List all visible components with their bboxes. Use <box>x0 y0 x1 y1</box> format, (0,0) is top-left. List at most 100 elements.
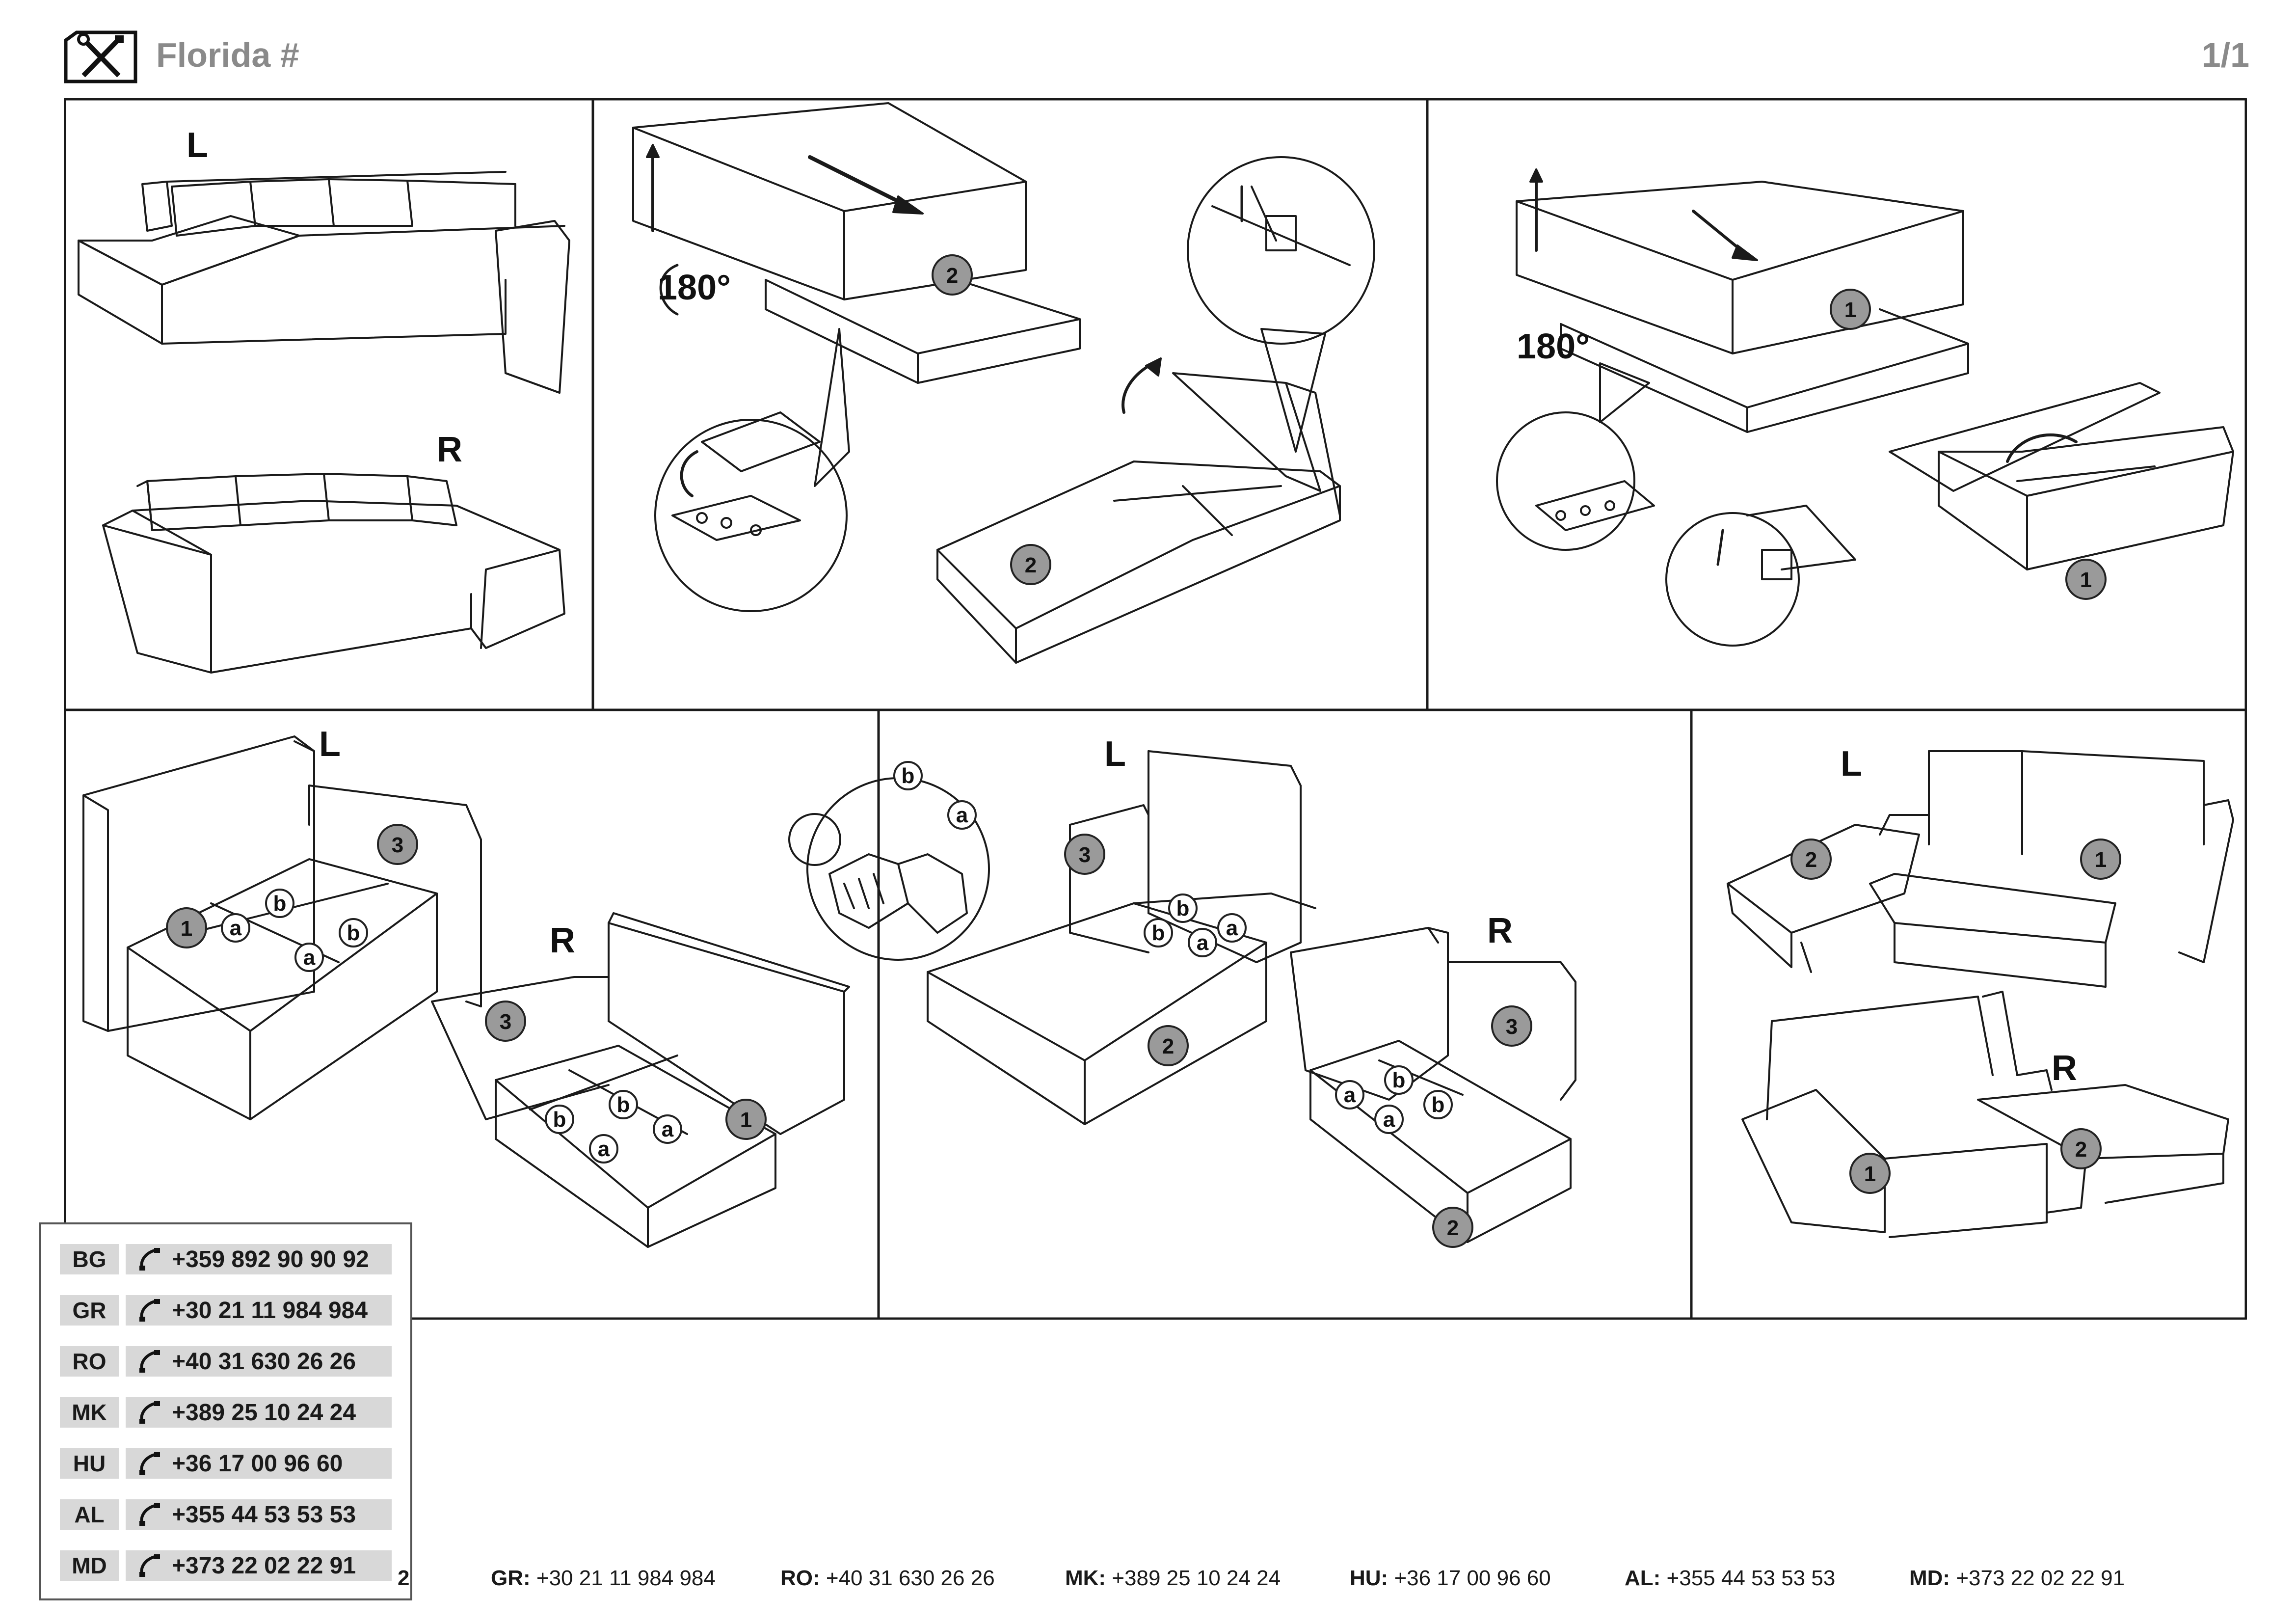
part-a-8: a <box>1374 1105 1404 1134</box>
phone-number-cell[interactable]: +389 25 10 24 24 <box>126 1397 392 1428</box>
svg-text:1: 1 <box>2095 848 2107 872</box>
svg-text:2: 2 <box>1162 1034 1174 1058</box>
phone-number-cell[interactable]: +36 17 00 96 60 <box>126 1448 392 1479</box>
footer-number: +40 31 630 26 26 <box>826 1566 995 1590</box>
badge-3-left: 3 <box>377 824 418 865</box>
phone-handset-icon <box>139 1401 160 1424</box>
badge-1-final-right: 1 <box>1849 1153 1891 1194</box>
svg-text:3: 3 <box>500 1010 511 1034</box>
footer-contacts: GR: +30 21 11 984 984 RO: +40 31 630 26 … <box>412 1566 2228 1605</box>
footer-code: RO: <box>780 1566 820 1590</box>
country-code: MD <box>60 1550 119 1581</box>
svg-text:1: 1 <box>2080 568 2092 592</box>
part-a-2: a <box>294 943 324 972</box>
svg-text:1: 1 <box>181 917 192 941</box>
phone-handset-icon <box>139 1503 160 1526</box>
phone-number: +359 892 90 90 92 <box>172 1246 369 1272</box>
badge-2-final-right: 2 <box>2060 1128 2102 1169</box>
badge-3-right: 3 <box>485 1001 526 1042</box>
part-b-7: b <box>1384 1065 1414 1095</box>
badge-3-mid-right: 3 <box>1491 1005 1532 1047</box>
footer-contact-al: AL: +355 44 53 53 53 <box>1625 1566 1835 1591</box>
svg-text:b: b <box>1432 1093 1445 1117</box>
panel-rotate-seat-2 <box>1496 168 2234 647</box>
badge-1-right: 1 <box>725 1099 767 1140</box>
svg-text:a: a <box>230 916 242 940</box>
footer-contact-ro: RO: +40 31 630 26 26 <box>780 1566 995 1591</box>
badge-2-final-left: 2 <box>1790 839 1832 880</box>
page-number: 1/1 <box>2201 36 2249 74</box>
svg-text:b: b <box>273 892 287 916</box>
phone-number: +30 21 11 984 984 <box>172 1297 368 1324</box>
panel-rotate-seat <box>632 102 1375 664</box>
svg-text:3: 3 <box>1079 843 1091 867</box>
footer-number: +36 17 00 96 60 <box>1394 1566 1551 1590</box>
phone-number-cell[interactable]: +359 892 90 90 92 <box>126 1244 392 1274</box>
svg-text:a: a <box>1383 1108 1395 1132</box>
phone-row-bg: BG +359 892 90 90 92 <box>60 1244 392 1274</box>
phone-number: +36 17 00 96 60 <box>172 1450 343 1477</box>
panel-finished-sofas <box>1727 750 2234 1238</box>
part-b-3: b <box>609 1090 638 1119</box>
part-a-5: a <box>1217 913 1247 943</box>
label-right-2: R <box>550 921 575 960</box>
svg-text:b: b <box>1176 896 1190 920</box>
part-b-5: b <box>1168 893 1198 923</box>
badge-2-box: 2 <box>1010 544 1051 585</box>
country-code: HU <box>60 1448 119 1479</box>
svg-text:a: a <box>598 1137 610 1161</box>
country-code: GR <box>60 1295 119 1326</box>
label-left-1: L <box>187 126 208 165</box>
svg-text:a: a <box>1226 916 1238 940</box>
part-a-6: a <box>1188 928 1217 957</box>
panel-bolt-bases-2 <box>927 750 1576 1243</box>
footer-code: GR: <box>491 1566 531 1590</box>
footer-contact-gr: GR: +30 21 11 984 984 <box>491 1566 716 1591</box>
phone-number-cell[interactable]: +40 31 630 26 26 <box>126 1346 392 1377</box>
footer-number: +389 25 10 24 24 <box>1112 1566 1281 1590</box>
svg-text:3: 3 <box>392 833 403 857</box>
phone-number: +389 25 10 24 24 <box>172 1399 356 1426</box>
part-a-4: a <box>589 1134 618 1164</box>
svg-text:1: 1 <box>1864 1162 1876 1186</box>
country-code: MK <box>60 1397 119 1428</box>
svg-text:a: a <box>303 946 316 970</box>
part-b-1: b <box>265 889 294 918</box>
phone-number-cell[interactable]: +373 22 02 22 91 <box>126 1550 392 1581</box>
footer-code: MD: <box>1909 1566 1950 1590</box>
phone-row-md: MD +373 22 02 22 91 <box>60 1550 392 1581</box>
phone-row-gr: GR +30 21 11 984 984 <box>60 1295 392 1326</box>
phone-row-ro: RO +40 31 630 26 26 <box>60 1346 392 1377</box>
badge-1-box: 1 <box>2065 559 2107 600</box>
footer-number: +373 22 02 22 91 <box>1956 1566 2125 1590</box>
phone-handset-icon <box>139 1554 160 1577</box>
badge-1-rotate: 1 <box>1830 289 1871 330</box>
svg-text:b: b <box>1152 921 1165 945</box>
phone-number-cell[interactable]: +355 44 53 53 53 <box>126 1499 392 1530</box>
svg-text:b: b <box>553 1108 566 1132</box>
badge-2-mid-left: 2 <box>1148 1025 1189 1066</box>
phone-number: +355 44 53 53 53 <box>172 1501 356 1528</box>
part-a-1: a <box>221 913 250 943</box>
footer-contact-md: MD: +373 22 02 22 91 <box>1909 1566 2125 1591</box>
footer-number: +355 44 53 53 53 <box>1666 1566 1836 1590</box>
sofa-right-illustration <box>102 473 565 674</box>
badge-2-mid-right: 2 <box>1432 1207 1473 1248</box>
label-right-4: R <box>2052 1049 2077 1088</box>
contact-phone-box: BG +359 892 90 90 92 GR +30 21 11 984 98… <box>39 1222 412 1600</box>
part-a-3: a <box>653 1114 682 1144</box>
svg-text:2: 2 <box>2075 1137 2087 1162</box>
badge-3-mid-left: 3 <box>1064 834 1105 875</box>
badge-1-final-left: 1 <box>2080 839 2121 880</box>
badge-1-left: 1 <box>166 907 207 948</box>
phone-number-cell[interactable]: +30 21 11 984 984 <box>126 1295 392 1326</box>
country-code: BG <box>60 1244 119 1274</box>
label-left-4: L <box>1841 744 1862 784</box>
phone-handset-icon <box>139 1350 160 1373</box>
phone-handset-icon <box>139 1299 160 1322</box>
svg-text:1: 1 <box>1844 298 1856 322</box>
part-b-4: b <box>545 1105 574 1134</box>
svg-text:b: b <box>902 764 915 788</box>
part-b-2: b <box>339 918 368 947</box>
svg-text:a: a <box>1197 931 1209 955</box>
